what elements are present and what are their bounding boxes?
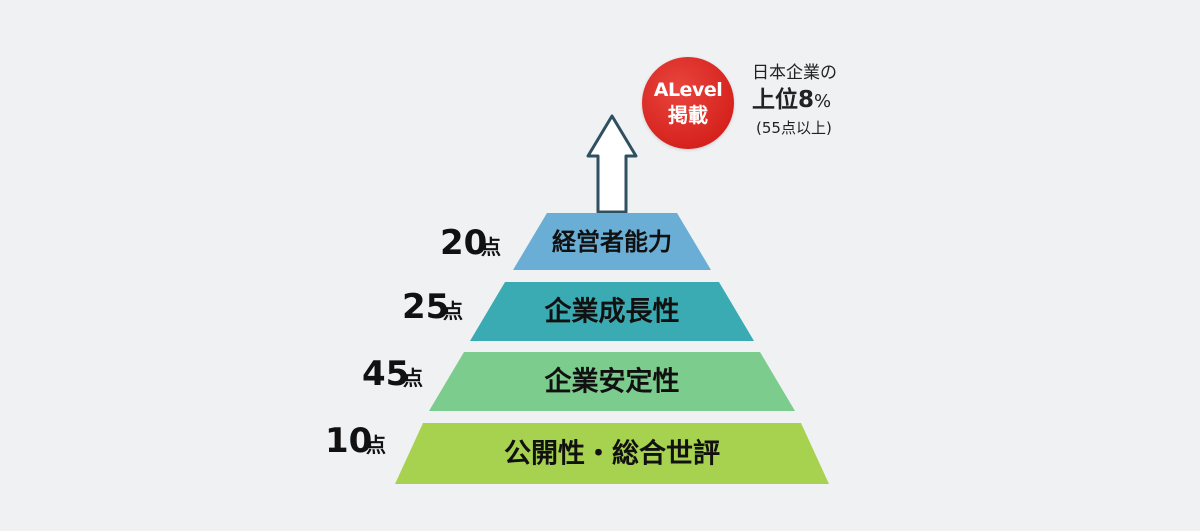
pyramid-tier-growth: 企業成長性 25 点 (402, 282, 754, 341)
note-rank-number: 8 (798, 87, 815, 113)
note-rank-text: 上位 (752, 87, 798, 113)
alevel-badge: ALevel 掲載 (642, 57, 734, 149)
tier-score: 25 (402, 287, 449, 327)
tier-label: 公開性・総合世評 (504, 438, 720, 470)
pyramid-tier-management: 経営者能力 20 点 (440, 213, 711, 270)
note-rank-unit: % (814, 91, 832, 112)
tier-label: 企業安定性 (545, 366, 680, 398)
tier-score-unit: 点 (403, 366, 423, 390)
pyramid-tier-stability: 企業安定性 45 点 (362, 352, 795, 411)
up-arrow-outline-icon (586, 114, 638, 214)
tier-shape (470, 282, 754, 341)
tier-score-unit: 点 (481, 235, 501, 259)
ranking-note: 日本企業の 上位8% (55点以上) (752, 62, 872, 138)
badge-subtitle: 掲載 (668, 103, 708, 127)
tier-score: 20 (440, 223, 487, 263)
tier-label: 経営者能力 (552, 228, 672, 256)
tier-score-unit: 点 (366, 433, 386, 457)
badge-title: ALevel (653, 79, 723, 101)
tier-shape (395, 423, 829, 484)
tier-shape (513, 213, 711, 270)
tier-shape (429, 352, 795, 411)
pyramid-tier-reputation: 公開性・総合世評 10 点 (325, 421, 829, 484)
tier-score-unit: 点 (443, 299, 463, 323)
note-line-2: 上位8% (752, 84, 872, 118)
tier-score: 45 (362, 354, 409, 394)
note-line-3: (55点以上) (756, 119, 832, 137)
tier-score: 10 (325, 421, 372, 461)
tier-label: 企業成長性 (545, 296, 680, 328)
note-line-1: 日本企業の (752, 63, 837, 83)
